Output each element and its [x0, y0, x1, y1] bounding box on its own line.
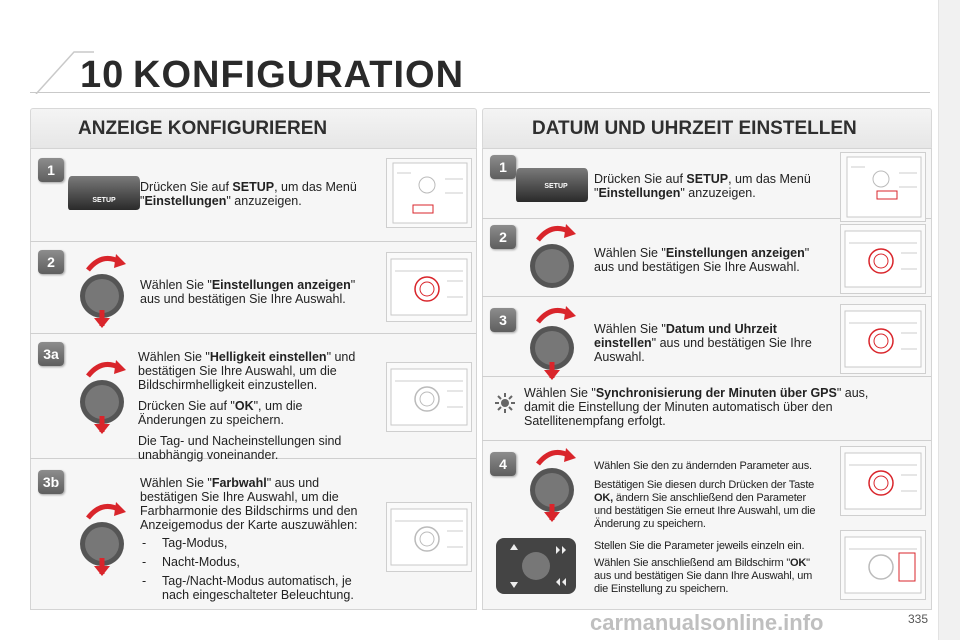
step-badge: 1 [490, 155, 516, 179]
right-step1-text: Drücken Sie auf SETUP, um das Menü "Eins… [594, 172, 811, 200]
step-badge: 2 [490, 225, 516, 249]
rotary-knob-icon [530, 224, 576, 288]
left-section-title: ANZEIGE KONFIGURIEREN [78, 118, 328, 139]
gps-sync-tip: Wählen Sie "Synchronisierung der Minuten… [524, 386, 869, 428]
step-badge: 3b [38, 470, 64, 494]
row-divider [482, 376, 931, 377]
radio-front-thumbnail [840, 152, 926, 222]
page-number: 335 [908, 612, 929, 626]
step-badge: 3a [38, 342, 64, 366]
row-divider [30, 458, 476, 459]
setup-button-icon: SETUP [68, 176, 140, 210]
rotary-knob-icon [80, 360, 126, 434]
right-step4-text: Wählen Sie den zu ändernden Parameter au… [594, 460, 816, 530]
sun-tip-icon [495, 393, 515, 413]
step-badge: 2 [38, 250, 64, 274]
control-panel-thumbnail [840, 304, 926, 374]
left-step2-text: Wählen Sie "Einstellungen anzeigen" aus … [140, 278, 356, 306]
rotary-knob-icon [530, 306, 576, 380]
list-item: Tag-/Nacht-Modus automatisch, je nach ei… [140, 574, 368, 602]
control-panel-thumbnail [386, 502, 472, 572]
rotary-knob-icon [80, 502, 126, 576]
chapter-number: 10 [80, 54, 125, 96]
header-rule [30, 92, 930, 93]
right-step2-text: Wählen Sie "Einstellungen anzeigen" aus … [594, 246, 810, 274]
setup-button-icon: SETUP [516, 168, 588, 202]
step-badge: 4 [490, 452, 516, 476]
chapter-title: KONFIGURATION [133, 54, 465, 96]
row-divider [482, 218, 931, 219]
list-item: Nacht-Modus, [140, 555, 368, 569]
page-edge-bar [938, 0, 960, 640]
control-panel-thumbnail [840, 446, 926, 516]
mode-list: Tag-Modus, Nacht-Modus, Tag-/Nacht-Modus… [140, 536, 368, 602]
control-panel-thumbnail [386, 362, 472, 432]
watermark: carmanualsonline.info [590, 610, 824, 635]
control-panel-thumbnail [840, 224, 926, 294]
row-divider [30, 333, 476, 334]
setup-key-label: SETUP [92, 197, 116, 204]
arrow-pad-icon [496, 538, 576, 594]
rotary-knob-icon [80, 254, 126, 328]
step-badge: 1 [38, 158, 64, 182]
left-step3b-text: Wählen Sie "Farbwahl" aus und bestätigen… [140, 476, 368, 607]
right-step3-text: Wählen Sie "Datum und Uhrzeit einstellen… [594, 322, 812, 364]
left-step1-text: Drücken Sie auf SETUP, um das Menü "Eins… [140, 180, 357, 208]
step-badge: 3 [490, 308, 516, 332]
right-section-header [482, 108, 932, 150]
list-item: Tag-Modus, [140, 536, 368, 550]
header-decoration [35, 51, 94, 94]
setup-key-label: SETUP [544, 183, 568, 190]
row-divider [482, 296, 931, 297]
control-panel-thumbnail [386, 252, 472, 322]
row-divider [30, 241, 476, 242]
control-panel-thumbnail [840, 530, 926, 600]
row-divider [482, 440, 931, 441]
rotary-knob-icon [530, 448, 576, 522]
right-step4-text-2: Stellen Sie die Parameter jeweils einzel… [594, 540, 813, 595]
radio-front-thumbnail [386, 158, 472, 228]
left-step3a-text: Wählen Sie "Helligkeit einstellen" und b… [138, 350, 356, 462]
right-section-title: DATUM UND UHRZEIT EINSTELLEN [532, 118, 857, 139]
